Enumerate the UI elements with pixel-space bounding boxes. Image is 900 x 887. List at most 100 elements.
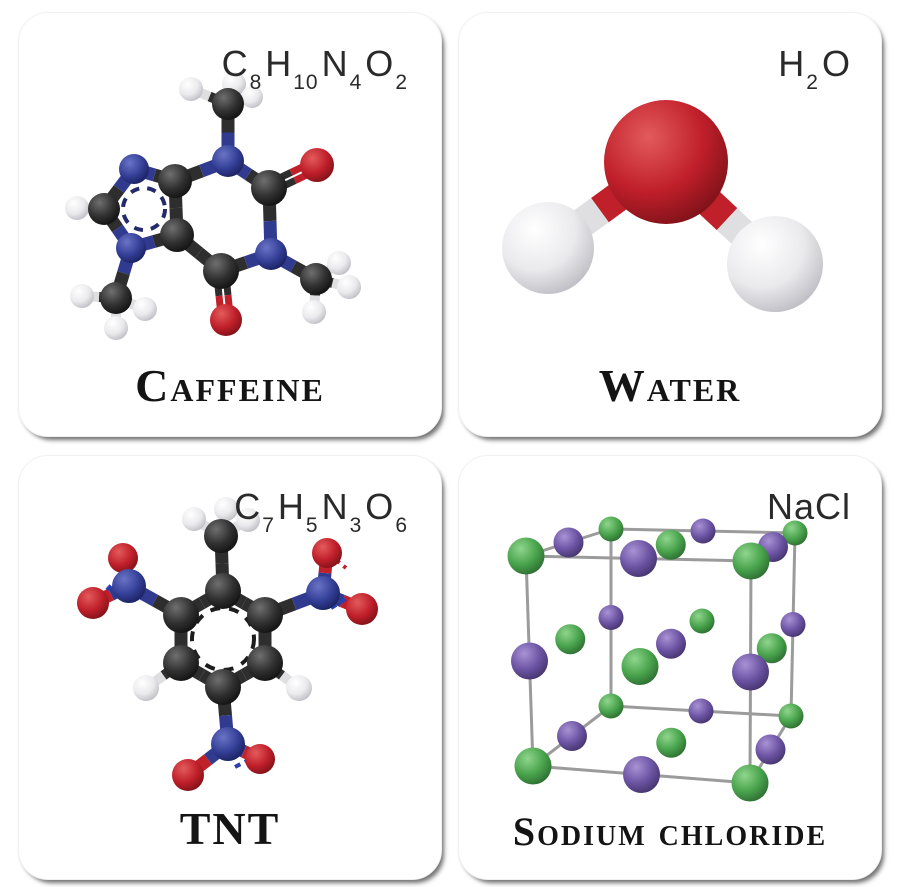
oxygen-atom [77,587,109,619]
hydrogen-atom [337,275,361,299]
carbon-atom [247,645,283,681]
hydrogen-atom [182,507,206,531]
sodium-ion [688,698,714,724]
formula-subscript: 8 [249,71,263,94]
oxygen-atom [346,593,378,625]
carbon-atom [247,597,283,633]
chloride-ion [514,747,552,785]
carbon-atom [88,193,120,225]
tnt-label: TNT [179,803,281,854]
chloride-ion [598,693,624,719]
sodium-ion [755,734,786,765]
sodium-ion [598,605,624,630]
nitrogen-atom [116,233,146,263]
hydrogen-atom [133,297,157,321]
hydrogen-atom [727,216,823,312]
carbon-atom [205,573,241,609]
carbon-atom [163,645,199,681]
formula-subscript: 2 [806,71,819,94]
water-label: Water [598,360,742,411]
nitrogen-atom [119,154,149,184]
carbon-atom [163,597,199,633]
formula-subscript: 6 [395,514,408,537]
formula-symbol: O [821,43,851,84]
caffeine-label: Caffeine [135,360,325,411]
water-molecule-model [502,100,823,312]
water-formula: H2O [778,43,851,103]
chloride-ion [731,764,769,802]
formula-symbol: Cl [815,486,851,527]
hydrogen-atom [70,284,94,308]
tnt-molecule-model [77,497,378,791]
card-tnt: C7H5N3O6 TNT [18,455,442,880]
carbon-atom [160,218,194,252]
chloride-ion [621,648,659,685]
oxygen-atom [245,744,275,774]
oxygen-atom [172,759,204,791]
carbon-atom [158,164,192,198]
formula-symbol: C [234,486,262,527]
nitrogen-atom [211,727,245,761]
oxygen-atom [312,538,342,568]
formula-symbol: Na [766,486,815,527]
hydrogen-atom [302,300,326,324]
card-caffeine: C8H10N4O2 Caffeine [18,12,442,437]
formula-symbol: O [365,486,395,527]
formula-subscript: 10 [293,71,319,94]
sodium-ion [732,653,769,691]
sodium-ion [557,721,587,751]
formula-subscript: 2 [395,71,408,94]
nitrogen-atom [306,576,340,610]
chloride-ion [756,633,787,664]
chloride-ion [655,529,686,560]
caffeine-molecule-model [65,72,361,340]
formula-symbol: H [277,486,305,527]
formula-subscript: 5 [305,514,319,537]
chloride-ion [778,703,804,729]
hydrogen-atom [286,675,312,701]
oxygen-atom [210,304,242,336]
aromatic-dashed-ring [190,606,256,672]
carbon-atom [251,170,287,206]
chloride-ion [656,727,687,758]
carbon-atom [203,253,239,289]
sodium-ion [620,540,657,577]
oxygen-atom [108,543,138,573]
nacl-formula: NaCl [767,486,851,546]
chloride-ion [782,520,808,546]
sodium-ion [623,756,660,793]
hydrogen-atom [65,196,89,220]
formula-symbol: N [321,43,349,84]
nacl-label: Sodium chloride [512,809,828,854]
sodium-ion [511,642,548,680]
resonance-dash [329,595,351,610]
hydrogen-atom [179,77,203,101]
sodium-ion [690,518,716,544]
formula-subscript: 7 [262,514,275,537]
sodium-ion [553,527,584,558]
formula-subscript: 3 [349,514,363,537]
oxygen-atom [604,100,728,224]
nitrogen-atom [112,569,146,603]
hydrogen-atom [241,86,263,108]
carbon-atom [204,519,238,553]
caffeine-formula: C8H10N4O2 [222,43,411,103]
card-nacl: NaCl Sodium chloride [458,455,882,880]
hydrogen-atom [214,497,238,521]
hydrogen-atom [327,251,351,275]
nacl-lattice-model [507,516,808,802]
chloride-ion [598,516,624,542]
nitrogen-atom [255,238,287,270]
hydrogen-atom [133,675,159,701]
formula-symbol: N [321,486,349,527]
nitrogen-atom [212,145,244,177]
oxygen-atom [300,148,334,182]
sodium-ion [780,612,806,637]
formula-symbol: H [265,43,293,84]
sodium-ion [656,628,686,659]
carbon-atom [300,263,332,295]
formula-symbol: C [221,43,249,84]
chloride-ion [732,542,770,580]
carbon-atom [212,88,244,120]
